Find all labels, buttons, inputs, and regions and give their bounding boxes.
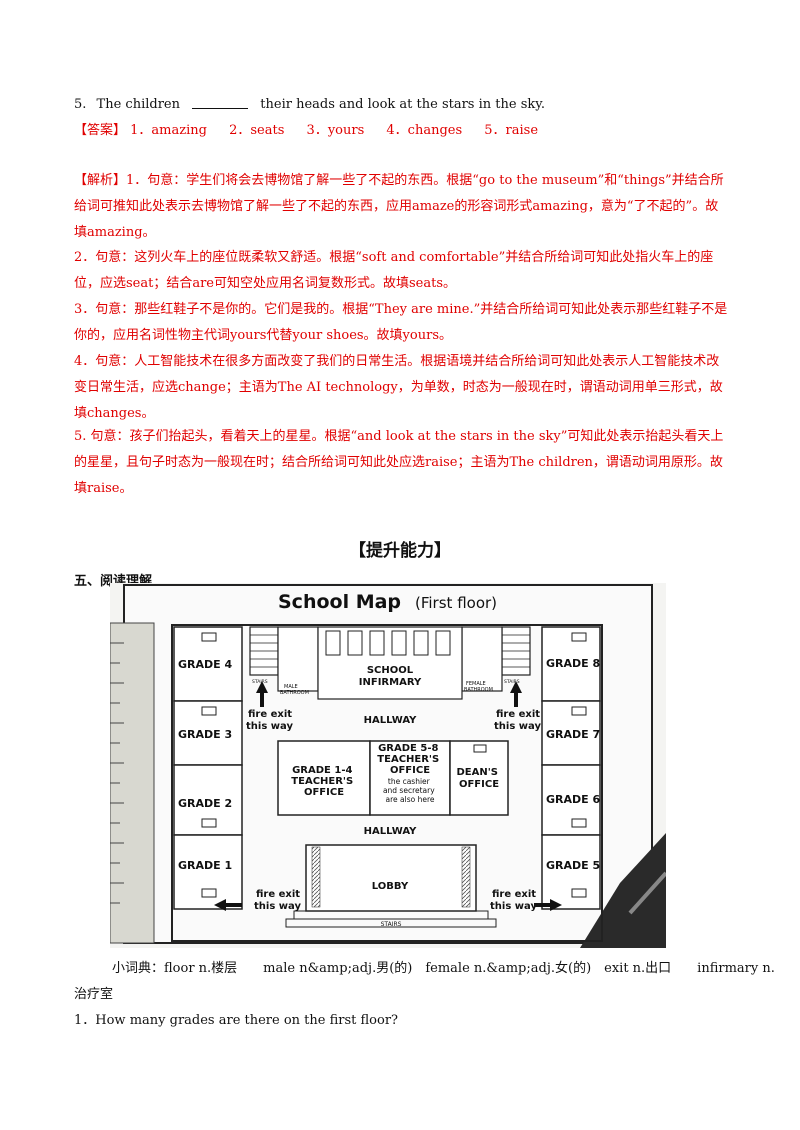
- dean-office-label: DEAN'S OFFICE: [457, 767, 502, 790]
- analysis-text: 4．句意：人工智能技术在很多方面改变了我们的日常生活。根据语境并结合所给词可知此…: [74, 354, 723, 421]
- school-map: School Map (First floor) GRADE 4 GRADE 3…: [110, 583, 666, 948]
- question-1: 1．How many grades are there on the first…: [74, 1013, 399, 1028]
- lobby-label: LOBBY: [372, 881, 409, 892]
- stairs-label-left: STAIRS: [252, 679, 268, 685]
- answer-line: 【答案】 1．amazing 2．seats 3．yours 4．changes…: [74, 122, 538, 140]
- office-5-8-label: GRADE 5-8 TEACHER'S OFFICE: [377, 743, 442, 776]
- analysis-text: 5. 句意：孩子们抬起头，看着天上的星星。根据“and look at the …: [74, 429, 724, 496]
- answer-item: 5．raise: [484, 123, 539, 138]
- analysis-text: 1．句意：学生们将会去博物馆了解一些了不起的东西。根据“go to the mu…: [74, 173, 724, 240]
- question-text-before: The children: [96, 97, 180, 112]
- arrow-up-icon: [256, 681, 268, 707]
- analysis-paragraph-5: 5. 句意：孩子们抬起头，看着天上的星星。根据“and look at the …: [74, 424, 730, 502]
- map-subtitle: (First floor): [415, 594, 497, 612]
- glossary-continued: 治疗室: [74, 987, 114, 1002]
- office-5-8-note: the cashier and secretary are also here: [383, 777, 437, 804]
- answer-item: 1．amazing: [130, 123, 207, 138]
- answer-label: 【答案】: [74, 123, 127, 138]
- grade-3-label: GRADE 3: [178, 728, 232, 741]
- grade-8-label: GRADE 8: [546, 657, 600, 670]
- map-title: School Map: [278, 591, 401, 613]
- analysis-paragraph-4: 4．句意：人工智能技术在很多方面改变了我们的日常生活。根据语境并结合所给词可知此…: [74, 349, 730, 427]
- office-1-4-label: GRADE 1-4 TEACHER'S OFFICE: [291, 765, 356, 798]
- hallway-label-top: HALLWAY: [364, 715, 417, 726]
- grade-2-label: GRADE 2: [178, 797, 232, 810]
- analysis-paragraph-1: 【解析】1．句意：学生们将会去博物馆了解一些了不起的东西。根据“go to th…: [74, 168, 730, 246]
- stairs-label-bottom: STAIRS: [381, 921, 402, 928]
- question-number: 5.: [74, 97, 87, 112]
- answer-blank[interactable]: [192, 96, 249, 109]
- analysis-label: 【解析】: [74, 173, 127, 188]
- answer-item: 3．yours: [306, 123, 365, 138]
- question-text-after: their heads and look at the stars in the…: [260, 97, 545, 112]
- arrow-up-icon: [510, 681, 522, 707]
- analysis-paragraph-3: 3．句意：那些红鞋子不是你的。它们是我的。根据“They are mine.”并…: [74, 297, 730, 349]
- section-title: 【提升能力】: [349, 541, 451, 561]
- stairs-label-right: STAIRS: [504, 679, 520, 685]
- grade-6-label: GRADE 6: [546, 793, 600, 806]
- arrow-left-icon: [214, 899, 242, 911]
- grade-1-label: GRADE 1: [178, 859, 232, 872]
- grade-5-label: GRADE 5: [546, 859, 600, 872]
- glossary: 小词典：floor n.楼层 male n&amp;adj.男(的) femal…: [112, 961, 775, 976]
- analysis-text: 2．句意：这列火车上的座位既柔软又舒适。根据“soft and comforta…: [74, 250, 714, 291]
- analysis-paragraph-2: 2．句意：这列火车上的座位既柔软又舒适。根据“soft and comforta…: [74, 245, 730, 297]
- hallway-label-bottom: HALLWAY: [364, 826, 417, 837]
- question-5: 5. The children their heads and look at …: [74, 96, 545, 114]
- grade-7-label: GRADE 7: [546, 728, 600, 741]
- answer-item: 4．changes: [386, 123, 463, 138]
- analysis-text: 3．句意：那些红鞋子不是你的。它们是我的。根据“They are mine.”并…: [74, 302, 728, 343]
- answer-item: 2．seats: [229, 123, 285, 138]
- arrow-right-icon: [534, 899, 562, 911]
- grade-4-label: GRADE 4: [178, 658, 232, 671]
